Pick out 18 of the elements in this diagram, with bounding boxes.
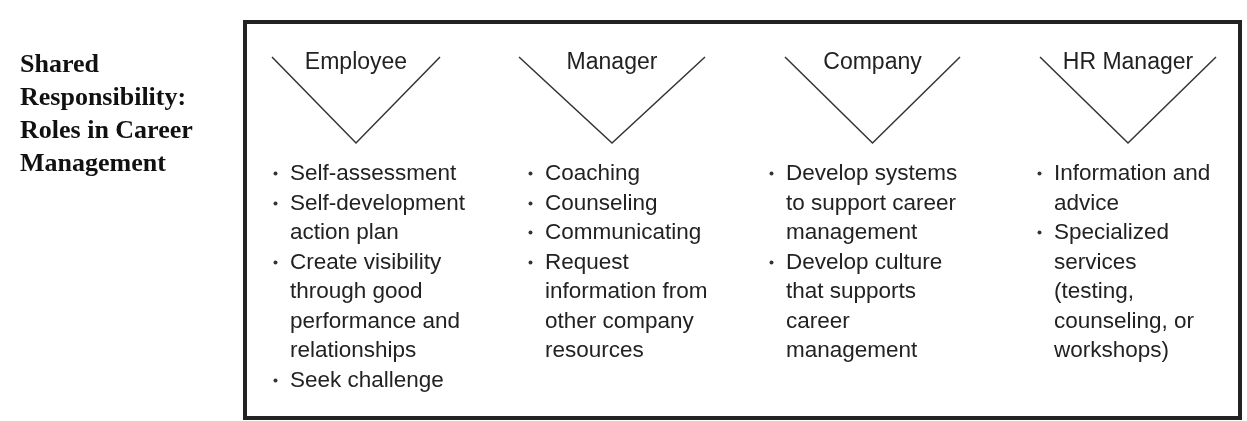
bullet-text: Information and advice xyxy=(1054,160,1211,215)
bullet-text: Develop systems to support career management xyxy=(786,160,958,244)
role-label: Employee xyxy=(303,48,409,75)
bullet-text: Self-development action plan xyxy=(290,189,466,244)
frame-box xyxy=(243,20,1242,420)
bullet-text: Create visibility through good performance and relationships xyxy=(290,248,461,362)
bullet-text: Specialized services (testing, counseling, or workshops) xyxy=(1054,219,1195,362)
heading: Shared Responsibility: Roles in Career Management xyxy=(20,48,194,179)
role-label: Company xyxy=(822,48,923,75)
bullet-text: Request information from other company resources xyxy=(545,248,708,362)
bullet-text: Coaching xyxy=(545,160,641,185)
bullet-text: Develop culture that supports career management xyxy=(786,248,943,362)
bullet-text: Self-assessment xyxy=(290,160,457,185)
bullet-text: Counseling xyxy=(545,189,658,215)
role-label: Manager xyxy=(565,48,659,75)
role-label: HR Manager xyxy=(1061,48,1195,75)
bullet-text: Seek challenge xyxy=(290,366,444,392)
bullet-text: Communicating xyxy=(545,219,702,244)
